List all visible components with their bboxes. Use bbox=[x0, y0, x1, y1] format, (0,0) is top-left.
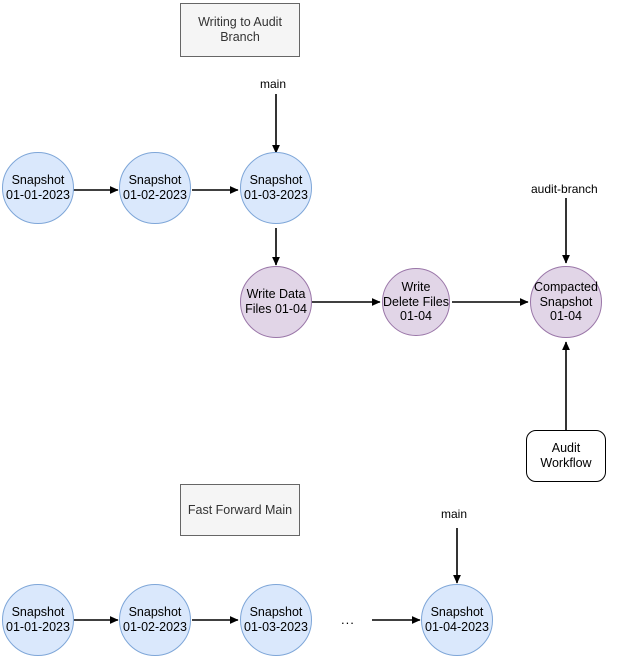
node-snapshot-01-02-2023-bottom[interactable]: Snapshot 01-02-2023 bbox=[119, 584, 191, 656]
branch-label-main-bottom: main bbox=[441, 507, 468, 521]
node-write-delete-files-01-04[interactable]: Write Delete Files 01-04 bbox=[382, 268, 450, 336]
branch-label-main-top: main bbox=[260, 77, 287, 91]
node-snapshot-01-03-2023-top[interactable]: Snapshot 01-03-2023 bbox=[240, 152, 312, 224]
ellipsis-omitted-snapshots: ... bbox=[341, 612, 355, 627]
section-label-fast-forward-main: Fast Forward Main bbox=[180, 484, 300, 536]
node-snapshot-01-01-2023-top[interactable]: Snapshot 01-01-2023 bbox=[2, 152, 74, 224]
branch-label-audit-branch: audit-branch bbox=[531, 182, 598, 196]
node-write-data-files-01-04[interactable]: Write Data Files 01-04 bbox=[240, 266, 312, 338]
node-snapshot-01-04-2023-bottom[interactable]: Snapshot 01-04-2023 bbox=[421, 584, 493, 656]
node-snapshot-01-01-2023-bottom[interactable]: Snapshot 01-01-2023 bbox=[2, 584, 74, 656]
node-snapshot-01-03-2023-bottom[interactable]: Snapshot 01-03-2023 bbox=[240, 584, 312, 656]
node-audit-workflow[interactable]: Audit Workflow bbox=[526, 430, 606, 482]
node-snapshot-01-02-2023-top[interactable]: Snapshot 01-02-2023 bbox=[119, 152, 191, 224]
node-compacted-snapshot-01-04[interactable]: Compacted Snapshot 01-04 bbox=[530, 266, 602, 338]
section-label-writing-to-audit-branch: Writing to Audit Branch bbox=[180, 3, 300, 57]
